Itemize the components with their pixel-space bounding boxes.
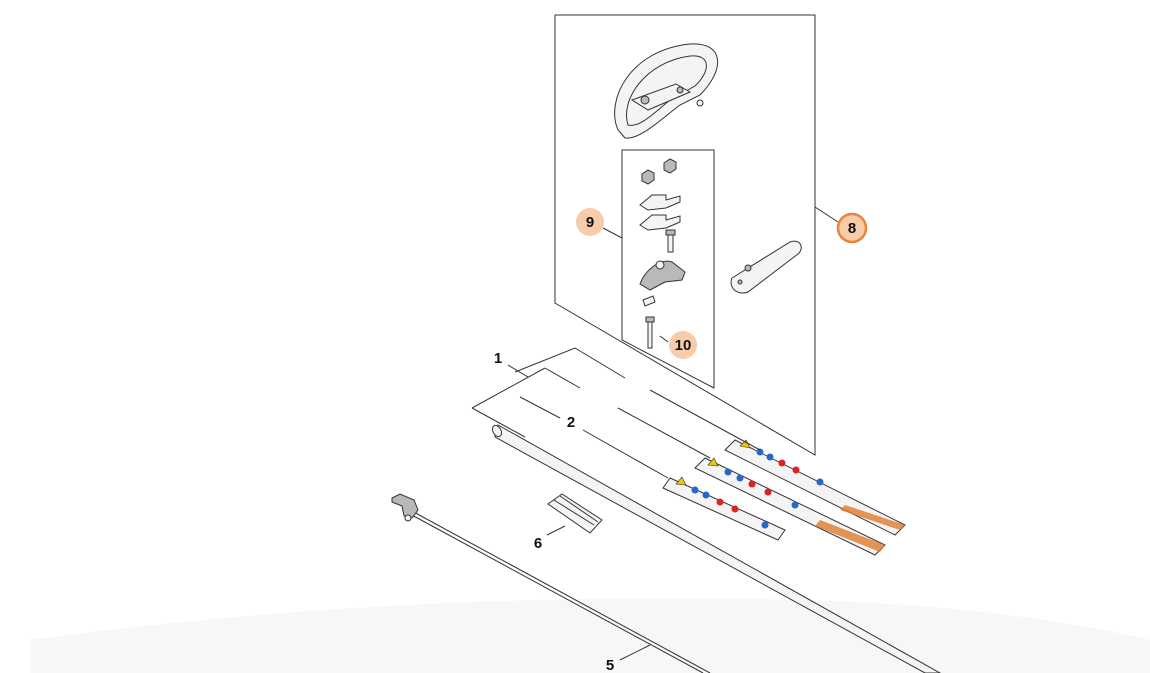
loop-handle [614, 43, 718, 139]
leader-9 [602, 227, 623, 239]
callout-8[interactable]: 8 [836, 212, 868, 244]
warning-label-3 [662, 476, 786, 541]
shaft-bushing [547, 493, 603, 534]
leader-8 [814, 206, 839, 223]
leader-1 [507, 364, 761, 451]
kit-frame-9 [621, 149, 715, 389]
leader-5 [619, 644, 651, 661]
labels-frame-2 [471, 367, 546, 438]
drive-tube [491, 424, 942, 673]
callout-1[interactable]: 1 [494, 350, 502, 367]
callout-2[interactable]: 2 [567, 414, 575, 431]
barrier-bar [730, 240, 802, 294]
warning-label-2 [694, 457, 886, 556]
labels-frame-1 [514, 347, 626, 379]
leader-2 [519, 396, 711, 479]
callout-10[interactable]: 10 [669, 331, 697, 359]
svg-text:8: 8 [848, 220, 856, 237]
warning-label-1 [724, 439, 906, 536]
svg-text:9: 9 [586, 214, 594, 231]
leader-6 [546, 525, 566, 536]
callout-9[interactable]: 9 [576, 208, 604, 236]
background-swoosh [30, 598, 1150, 673]
leader-10 [659, 335, 669, 343]
drive-shaft [391, 493, 711, 673]
callout-5[interactable]: 5 [606, 657, 614, 673]
callout-6[interactable]: 6 [534, 535, 542, 552]
hardware-set-9 [639, 158, 686, 349]
kit-frame-8 [554, 14, 816, 456]
svg-text:10: 10 [675, 337, 692, 354]
